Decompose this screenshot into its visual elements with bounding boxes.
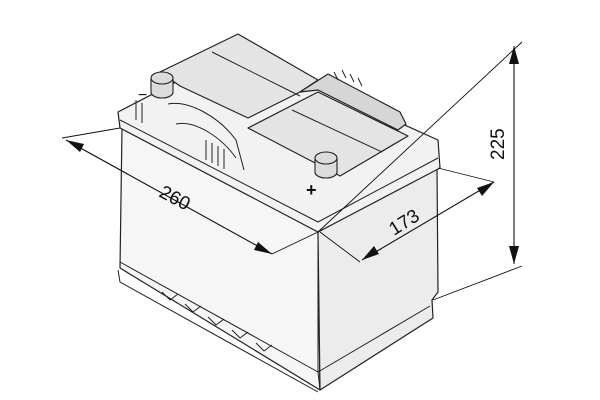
base-flange (117, 261, 321, 393)
positive-terminal: + (306, 151, 338, 200)
length-arrow-end (254, 242, 272, 254)
depth-arrow-start (362, 246, 379, 260)
length-arrow-start (66, 140, 84, 152)
lid-handle (167, 102, 245, 171)
height-arrow-bottom (509, 246, 519, 264)
dimension-height: 225 (317, 41, 523, 301)
length-dimension-line (65, 139, 273, 255)
height-label: 225 (488, 128, 509, 160)
lid-right-panel (247, 91, 409, 177)
base-notches (161, 291, 273, 352)
front-ribs (135, 100, 225, 169)
vent-ribs (333, 69, 363, 87)
depth-dimension-line (361, 181, 495, 261)
battery-lid (135, 33, 409, 177)
positive-symbol: + (306, 180, 317, 200)
depth-arrow-end (477, 182, 494, 196)
negative-terminal: − (138, 71, 174, 104)
battery-body (117, 127, 439, 393)
negative-symbol: − (138, 87, 147, 104)
height-arrow-top (509, 46, 519, 64)
lid-center-ridge (299, 73, 407, 131)
